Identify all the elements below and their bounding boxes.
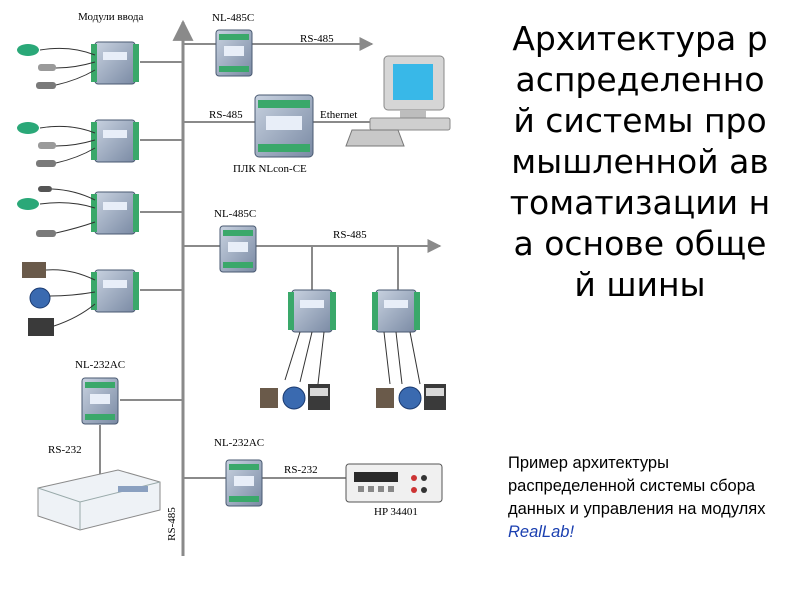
input-modules-label: Модули ввода	[78, 11, 144, 23]
ethernet-label: Ethernet	[320, 109, 358, 121]
rs485-top-label: RS-485	[300, 33, 334, 45]
sensor-group	[17, 186, 96, 237]
nl232ac-bottom-label: NL-232AC	[214, 437, 265, 449]
rs232-bottom-label: RS-232	[284, 464, 318, 476]
input-module	[90, 41, 140, 85]
sensor-group	[17, 44, 96, 89]
actuator-group	[22, 262, 96, 336]
nl485c-converter-top	[215, 29, 253, 77]
brand-name: RealLab!	[508, 523, 575, 541]
nl485c-top-label: NL-485C	[212, 12, 255, 24]
nl485c-mid-label: NL-485C	[214, 208, 257, 220]
io-module	[371, 289, 421, 333]
nl232ac-converter-left	[81, 377, 119, 425]
computer	[345, 55, 451, 147]
input-module	[90, 119, 140, 163]
industrial-computer	[37, 469, 161, 531]
actuator-group	[375, 383, 447, 411]
sensor-group	[17, 122, 96, 167]
plc-nlcon-ce	[254, 94, 314, 158]
io-module	[287, 289, 337, 333]
slide-caption: Пример архитектуры распределенной систем…	[508, 452, 788, 544]
multimeter-hp-34401	[345, 463, 443, 503]
nl485c-converter-mid	[219, 225, 257, 273]
rs485-mid-label: RS-485	[333, 229, 367, 241]
hp-34401-label: HP 34401	[374, 506, 418, 518]
slide-title: Архитектура распределенной системы промы…	[509, 19, 771, 304]
nl232ac-left-label: NL-232AC	[75, 359, 126, 371]
nl232ac-converter-bottom	[225, 459, 263, 507]
rs485-bus-label: RS-485	[165, 507, 178, 541]
rs232-left-label: RS-232	[48, 444, 82, 456]
rs485-plc-label: RS-485	[209, 109, 243, 121]
actuator-group	[259, 383, 331, 411]
plc-label: ПЛК NLcon-CE	[233, 163, 307, 175]
caption-text: Пример архитектуры распределенной систем…	[508, 454, 766, 518]
input-module	[90, 269, 140, 313]
input-module	[90, 191, 140, 235]
